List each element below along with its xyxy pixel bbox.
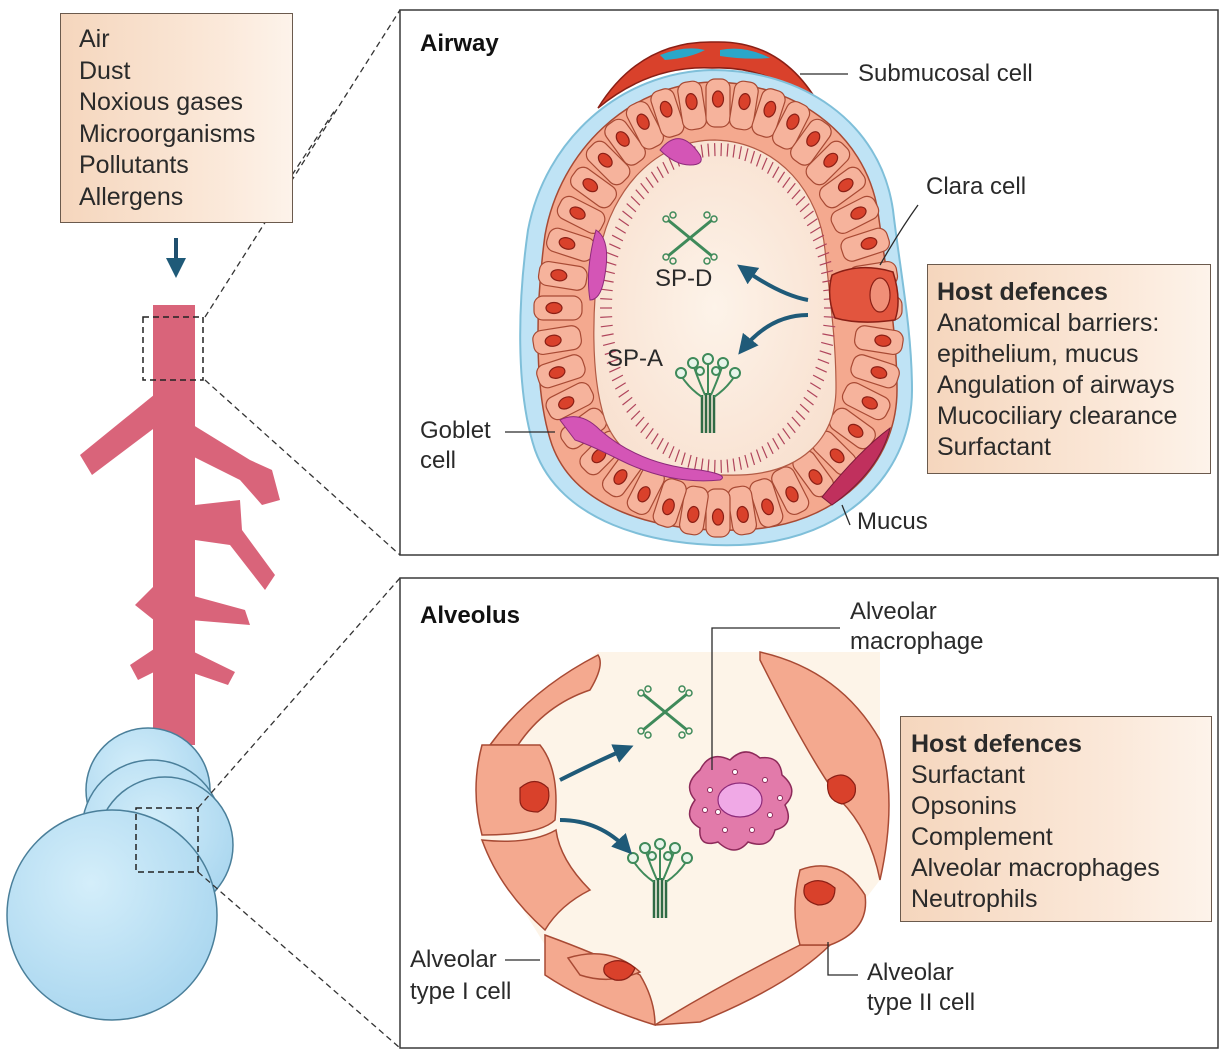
- alveolus-host-defences-box: Host defences Surfactant Opsonins Comple…: [900, 716, 1212, 922]
- goblet-cell-label-line2: cell: [420, 446, 456, 476]
- airway-defence-item: Mucociliary clearance: [937, 401, 1210, 432]
- submucosal-cell-label: Submucosal cell: [858, 59, 1033, 89]
- alveolus-defence-item: Neutrophils: [911, 884, 1211, 915]
- type-ii-cell-label-line2: type II cell: [867, 988, 975, 1018]
- epithelial-cell: [706, 489, 730, 537]
- type-i-cell-label-line2: type I cell: [410, 977, 511, 1007]
- agent-item: Dust: [79, 56, 255, 88]
- airway-host-defences-heading: Host defences: [937, 277, 1210, 308]
- alveolar-sac: [7, 728, 233, 1020]
- airway-title: Airway: [420, 30, 499, 58]
- agent-item: Noxious gases: [79, 87, 255, 119]
- airway-defence-item: Surfactant: [937, 432, 1210, 463]
- inhaled-agents-list: Air Dust Noxious gases Microorganisms Po…: [79, 24, 255, 213]
- cilium: [600, 317, 612, 318]
- cilium: [600, 299, 612, 300]
- inhaled-agents-box: Air Dust Noxious gases Microorganisms Po…: [60, 13, 293, 223]
- agent-item: Microorganisms: [79, 119, 255, 151]
- mucus-label: Mucus: [857, 507, 928, 537]
- airway-host-defences-box: Host defences Anatomical barriers: epith…: [927, 264, 1211, 474]
- alveolus-defence-item: Opsonins: [911, 791, 1211, 822]
- epithelial-cell: [706, 79, 730, 127]
- alveolus-host-defences-heading: Host defences: [911, 729, 1211, 760]
- airway-tree: [80, 305, 280, 745]
- alveolus-defence-item: Alveolar macrophages: [911, 853, 1211, 884]
- agent-item: Allergens: [79, 182, 255, 214]
- sp-d-label: SP-D: [655, 264, 712, 294]
- airway-defence-item: Anatomical barriers:: [937, 308, 1210, 339]
- sp-a-label: SP-A: [607, 344, 663, 374]
- type-ii-cell-label-line1: Alveolar: [867, 958, 954, 988]
- type-i-cell-label-line1: Alveolar: [410, 945, 497, 975]
- alveolus-defence-item: Complement: [911, 822, 1211, 853]
- airway-defence-item: epithelium, mucus: [937, 339, 1210, 370]
- clara-cell: [830, 268, 898, 322]
- macrophage-label-line1: Alveolar: [850, 597, 937, 627]
- goblet-cell-label-line1: Goblet: [420, 416, 491, 446]
- airway-defence-item: Angulation of airways: [937, 370, 1210, 401]
- alveolus-defence-item: Surfactant: [911, 760, 1211, 791]
- macrophage-label-line2: macrophage: [850, 627, 983, 657]
- alveolus-title: Alveolus: [420, 602, 520, 630]
- clara-cell-label: Clara cell: [926, 172, 1026, 202]
- agent-item: Air: [79, 24, 255, 56]
- agent-item: Pollutants: [79, 150, 255, 182]
- epithelial-cell: [534, 296, 582, 320]
